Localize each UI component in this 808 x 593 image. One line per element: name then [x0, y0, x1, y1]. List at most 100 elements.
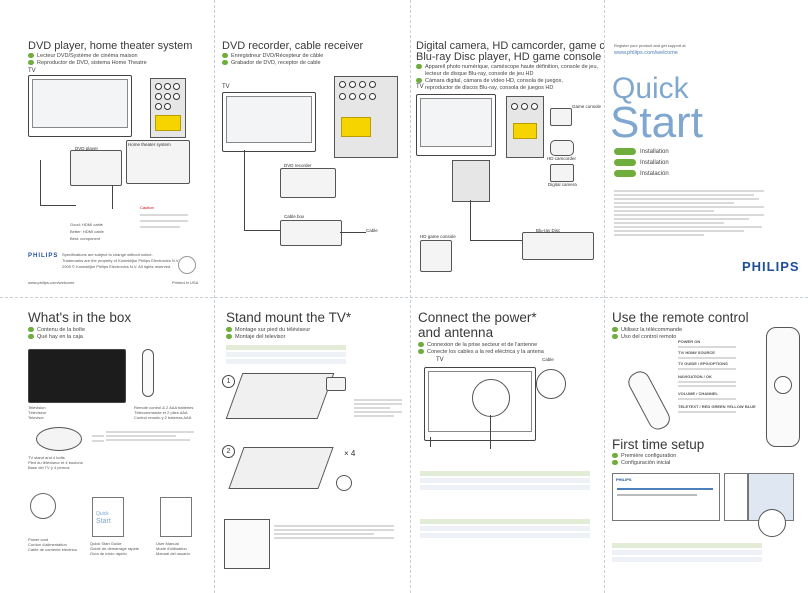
panel-quick-start-cover: Register your product and get support at… — [604, 0, 808, 297]
home-theater-label: Home theater system — [128, 142, 171, 147]
printed-in: Printed in USA — [172, 280, 199, 285]
panel-dvd-recorder: DVD recorder, cable receiver Enregistreu… — [214, 0, 410, 297]
step1-notes — [354, 397, 402, 419]
subtitle-es: Cámara digital, cámara de vídeo HD, cons… — [416, 78, 563, 85]
quick-start-booklet: Quick Start — [92, 497, 124, 537]
section-title-1: Digital camera, HD camcorder, game conso… — [416, 40, 604, 52]
step-number: 1 — [222, 375, 235, 388]
footer-text: Trademarks are the property of Koninklij… — [62, 258, 180, 263]
panel-remote-setup: Use the remote control Utilisez la téléc… — [604, 297, 808, 593]
stand-piece — [326, 377, 346, 391]
subtitle-fr: Connexion de la prise secteur et de l'an… — [418, 342, 537, 349]
setup-screen-2 — [724, 473, 748, 521]
user-manual-booklet — [160, 497, 192, 537]
bolt-count: × 4 — [344, 449, 356, 458]
power-footnotes — [420, 517, 596, 540]
philips-logo: PHILIPS — [28, 253, 59, 259]
remote-illustration — [142, 349, 154, 397]
safety-notes — [274, 523, 394, 541]
tv-back-panel — [452, 160, 490, 202]
subtitle-fr: Lecteur DVD/Système de cinéma maison — [28, 53, 138, 60]
cable-label: Cable — [542, 357, 554, 362]
section-title: Stand mount the TV* — [226, 310, 352, 325]
cable-box-label: Cable box — [284, 214, 305, 219]
lang-row-en: Installation — [614, 148, 669, 157]
fold-line — [410, 0, 411, 593]
hd-game-console-label: HD game console — [420, 234, 456, 239]
subtitle-es: Montaje del televisor — [226, 334, 285, 341]
register-text: Register your product and get support at — [614, 43, 686, 48]
subtitle-fr: Montage sur pied du téléviseur — [226, 327, 310, 334]
dvd-player-label: DVD player — [75, 146, 99, 151]
hd-game-console-illustration — [420, 240, 452, 272]
panel-connect-power: Connect the power* and antenna Connexion… — [410, 297, 604, 593]
tv-face-down-illustration — [225, 373, 335, 419]
subtitle-fr: Enregistreur DVD/Récepteur de câble — [222, 53, 323, 60]
section-title: DVD recorder, cable receiver — [222, 40, 364, 52]
tv-illustration — [28, 75, 132, 137]
start-word: Start — [610, 98, 703, 147]
antenna-socket-zoom — [536, 369, 566, 399]
stand-illustration — [36, 427, 82, 451]
panel-dvd-player: DVD player, home theater system Lecteur … — [0, 0, 214, 297]
step-number: 2 — [222, 445, 235, 458]
legend-item: Good: HDMI cable — [70, 222, 103, 227]
game-console-illustration — [550, 108, 572, 126]
lang-row-es: Instalación — [614, 170, 669, 179]
game-console-label: Game console — [572, 104, 602, 109]
bluray-label: Blu-ray Disc — [536, 228, 561, 233]
subtitle-es: Uso del control remoto — [612, 334, 676, 341]
subtitle-fr-2: lecteur de disque Blu-ray, console de je… — [425, 71, 534, 77]
caution-label: Caution — [140, 205, 154, 210]
hd-camcorder-label: HD camcorder — [547, 156, 577, 161]
section-title: Use the remote control — [612, 310, 749, 325]
legend-item: Better: HDMI cable — [70, 229, 104, 234]
subtitle-es: Reproductor de DVD, sistema Home Theatre — [28, 60, 147, 67]
screwdriver-icon — [336, 475, 352, 491]
stand-notes — [106, 429, 194, 443]
tv-illustration — [416, 94, 496, 156]
tv-back-panel — [150, 78, 186, 138]
fold-line — [604, 0, 605, 593]
footer-text: Specifications are subject to change wit… — [62, 252, 153, 257]
dvd-player-illustration — [70, 150, 122, 186]
section-title-2: and antenna — [418, 325, 494, 340]
nav-ring-icon — [758, 509, 786, 537]
power-cord-illustration — [30, 493, 56, 519]
subtitle-es: Qué hay en la caja — [28, 334, 83, 341]
cable-box-illustration — [280, 220, 342, 246]
subtitle-fr: Appareil photo numérique, caméscope haut… — [416, 64, 598, 71]
setup-subtitle-fr: Première configuration — [612, 453, 676, 460]
fold-line — [214, 0, 215, 593]
subtitle-es-2: reproductor de discos Blu-ray, consola d… — [425, 85, 554, 91]
tv-label: TV — [222, 84, 230, 90]
setup-title: First time setup — [612, 437, 705, 452]
lang-row-fr: Installation — [614, 159, 669, 168]
panel-stand-mount: Stand mount the TV* Montage sur pied du … — [214, 297, 410, 593]
subtitle-fr: Contenu de la boîte — [28, 327, 85, 334]
tv-illustration — [222, 92, 316, 152]
tv-back-illustration — [424, 367, 536, 441]
tv-illustration — [28, 349, 126, 403]
legend-item: Best: component — [70, 236, 101, 241]
tv-label: TV — [28, 68, 36, 74]
digital-camera-label: Digital camera — [548, 182, 577, 187]
subtitle-es: Grabador de DVD, receptor de cable — [222, 60, 321, 67]
setup-subtitle-es: Configuración inicial — [612, 460, 670, 467]
power-notes — [420, 469, 596, 492]
tv-label: TV — [416, 84, 424, 90]
subtitle-fr: Utilisez la télécommande — [612, 327, 682, 334]
setup-notes — [612, 541, 792, 564]
tv-standing-illustration — [224, 519, 270, 569]
remote-key-list: POWER ON TV/ HDMI/ SOURCE TV GUIDE / EPG… — [678, 339, 756, 415]
quick-word: Quick — [612, 72, 689, 105]
hd-camcorder-illustration — [550, 140, 574, 156]
cable-label: Cable — [366, 228, 378, 233]
remote-front-illustration — [766, 327, 800, 447]
recycle-icon — [178, 256, 196, 274]
